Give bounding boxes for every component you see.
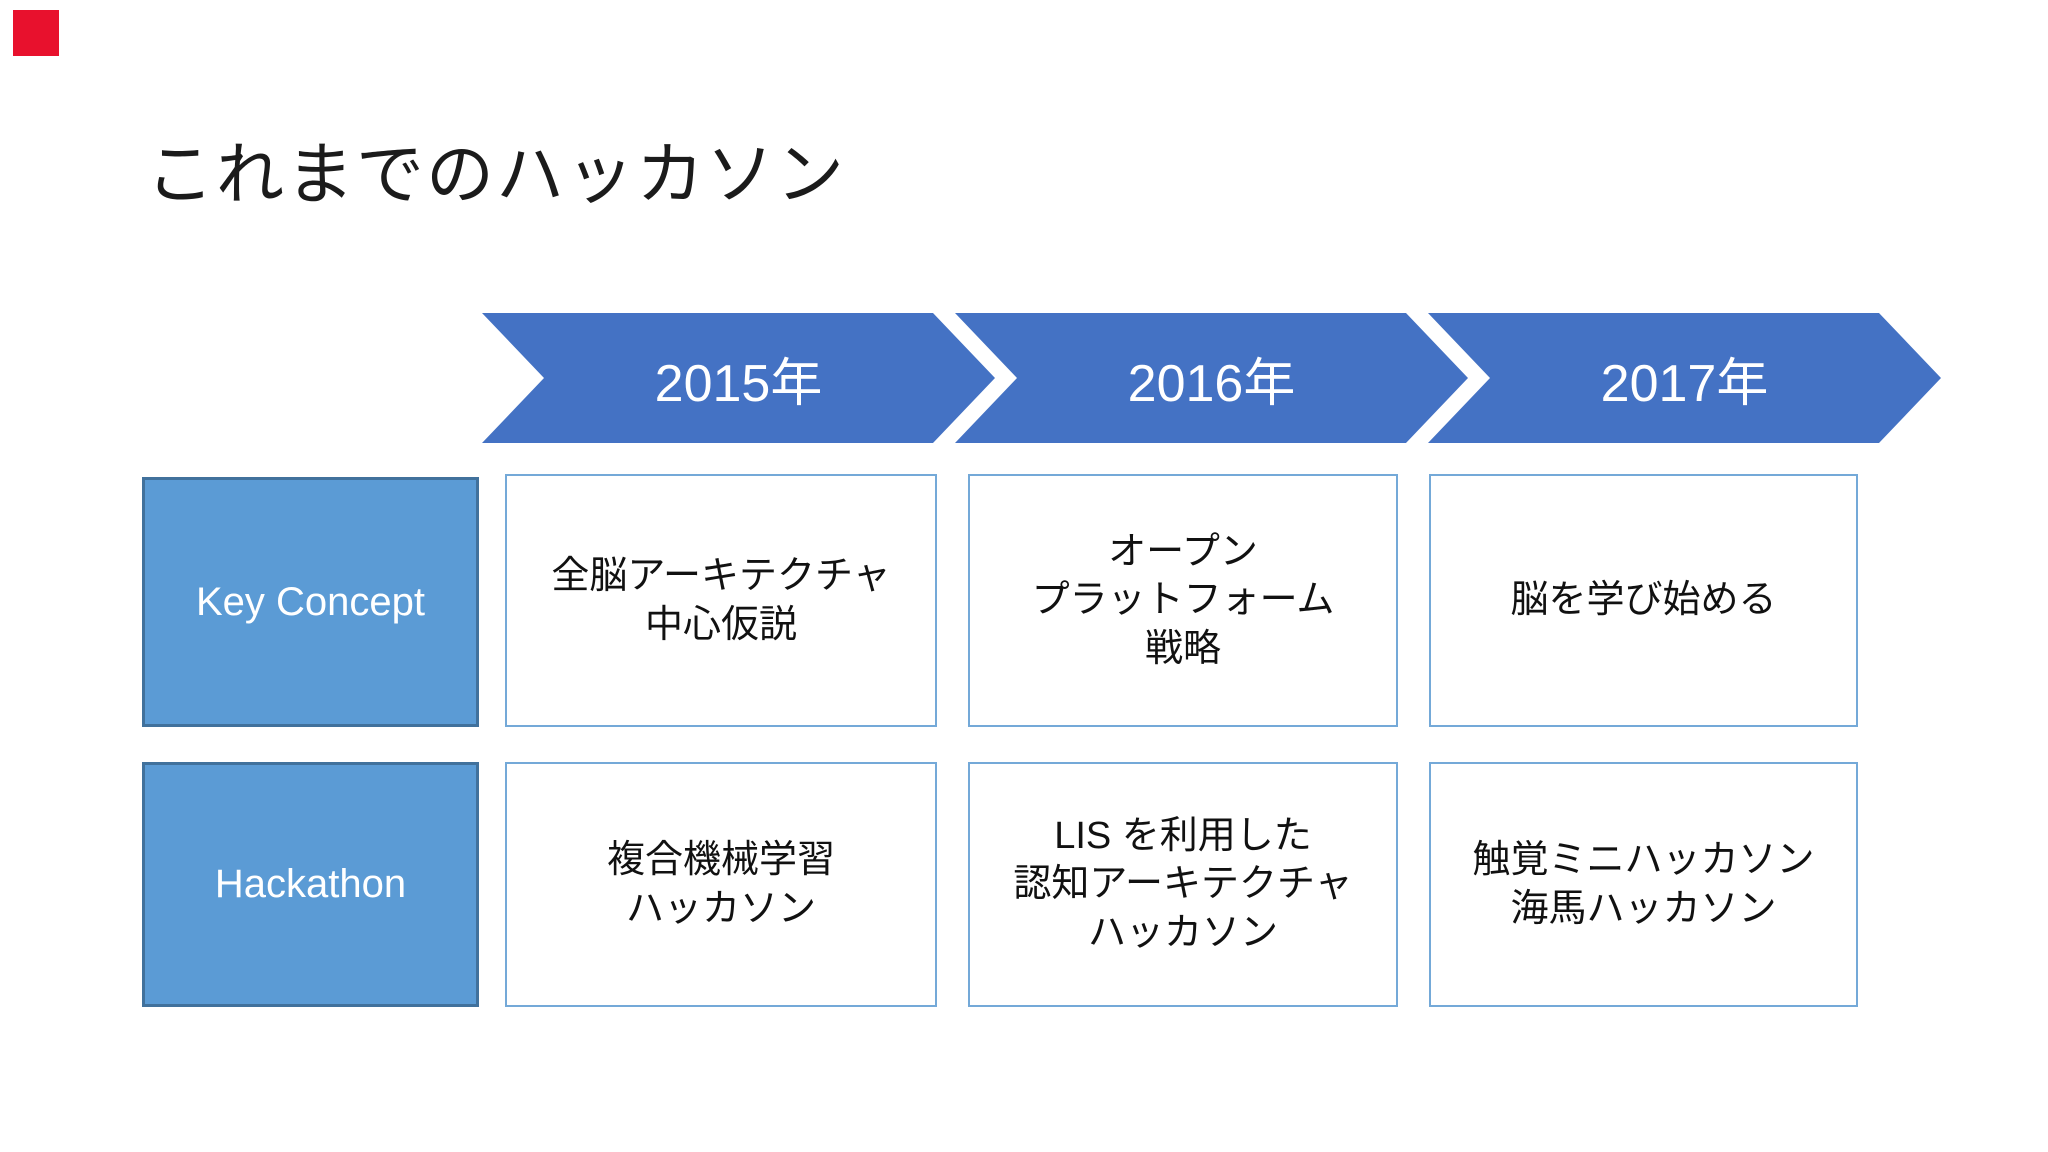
timeline-chevron-2016: 2016年 bbox=[955, 313, 1468, 443]
recording-indicator bbox=[13, 10, 59, 56]
cell-2016-key-concept: オープン プラットフォーム 戦略 bbox=[968, 474, 1398, 727]
row-header-key-concept: Key Concept bbox=[142, 477, 479, 727]
cell-text: 触覚ミニハッカソン 海馬ハッカソン bbox=[1472, 839, 1815, 930]
cell-text: 複合機械学習 ハッカソン bbox=[606, 839, 835, 930]
row-header-hackathon: Hackathon bbox=[142, 762, 479, 1007]
row-header-label: Key Concept bbox=[195, 579, 426, 624]
year-label-2015: 2015年 bbox=[654, 354, 823, 413]
cell-text: 脳を学び始める bbox=[1510, 579, 1777, 622]
cell-2015-hackathon: 複合機械学習 ハッカソン bbox=[505, 762, 937, 1007]
row-header-label: Hackathon bbox=[214, 862, 407, 906]
page-title: これまでのハッカソン bbox=[146, 136, 847, 213]
cell-2017-hackathon: 触覚ミニハッカソン 海馬ハッカソン bbox=[1429, 762, 1858, 1007]
cell-2017-key-concept: 脳を学び始める bbox=[1429, 474, 1858, 727]
cell-2016-hackathon: LIS を利用した 認知アーキテクチャ ハッカソン bbox=[968, 762, 1398, 1007]
cell-text: 全脳アーキテクチャ 中心仮説 bbox=[551, 555, 891, 646]
year-label-2017: 2017年 bbox=[1600, 354, 1769, 413]
cell-text: オープン プラットフォーム 戦略 bbox=[1031, 531, 1335, 670]
cell-2015-key-concept: 全脳アーキテクチャ 中心仮説 bbox=[505, 474, 937, 727]
cell-text: LIS を利用した 認知アーキテクチャ ハッカソン bbox=[1013, 815, 1353, 954]
timeline-chevron-2015: 2015年 bbox=[482, 313, 995, 443]
timeline-chevron-2017: 2017年 bbox=[1428, 313, 1941, 443]
year-label-2016: 2016年 bbox=[1127, 354, 1296, 413]
